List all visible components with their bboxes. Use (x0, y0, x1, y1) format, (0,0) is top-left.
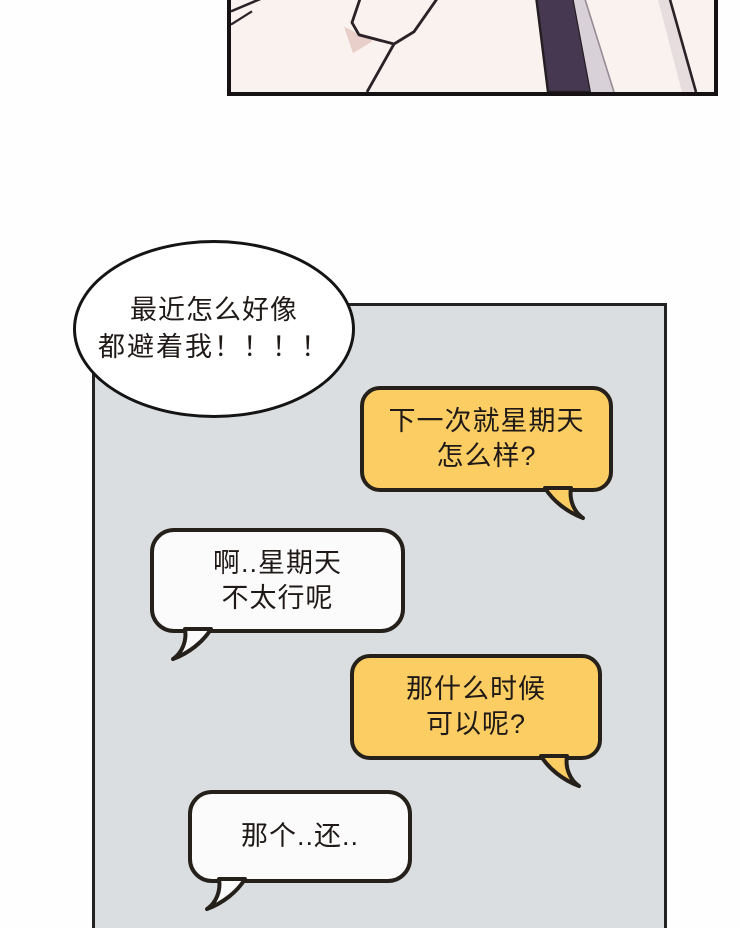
chat-bubble-incoming-1-line2: 不太行呢 (221, 582, 334, 613)
chat-bubble-outgoing-2: 那什么时候 可以呢? (350, 654, 602, 760)
chat-bubble-outgoing-1-tail (543, 486, 585, 520)
shout-bubble-line1: 最近怎么好像 (130, 295, 298, 325)
chat-bubble-outgoing-2-line2: 可以呢? (425, 709, 527, 739)
chat-bubble-outgoing-1-line1: 下一次就星期天 (388, 406, 585, 436)
shout-bubble: 最近怎么好像 都避着我！！！！ (73, 240, 355, 418)
shout-bubble-line2: 都避着我！！！！ (98, 332, 330, 362)
panel-shirt-closeup (227, 0, 718, 96)
chat-bubble-incoming-2: 那个..还.. (188, 790, 412, 883)
chat-bubble-incoming-1-line1: 啊..星期天 (212, 547, 342, 578)
chat-bubble-outgoing-1-line2: 怎么样? (436, 441, 537, 471)
chat-bubble-outgoing-1: 下一次就星期天 怎么样? (360, 386, 613, 492)
chat-bubble-incoming-2-line1: 那个..还.. (240, 821, 359, 851)
chat-bubble-outgoing-2-tail (539, 754, 581, 788)
chat-bubble-outgoing-2-line1: 那什么时候 (406, 674, 546, 704)
chat-bubble-incoming-2-tail (205, 877, 247, 911)
shirt-tie-artwork (231, 0, 698, 92)
chat-bubble-incoming-1: 啊..星期天 不太行呢 (150, 528, 405, 633)
chat-bubble-incoming-1-tail (171, 627, 213, 661)
